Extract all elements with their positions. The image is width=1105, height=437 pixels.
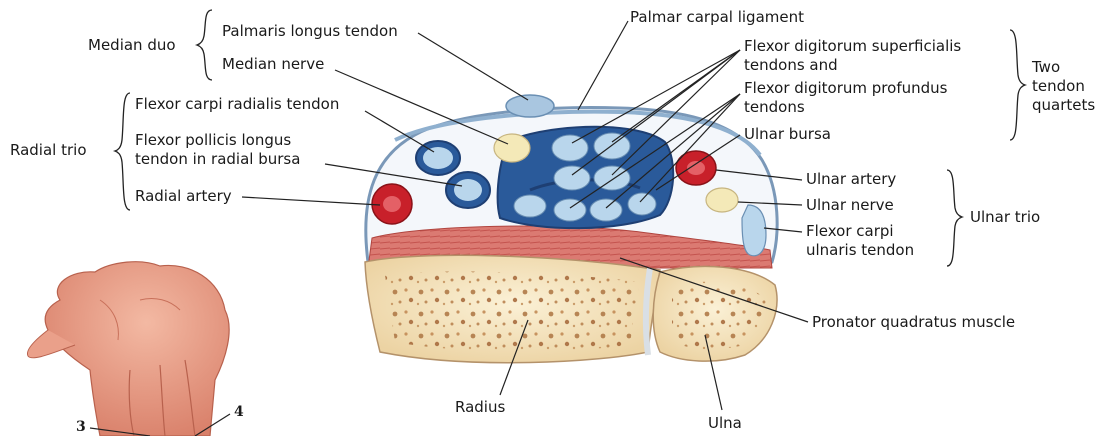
label-flexor-carpi-ulnaris-line2: ulnaris tendon <box>806 241 914 260</box>
label-palmar-carpal-ligament: Palmar carpal ligament <box>630 8 804 27</box>
label-two-tendon-quartets-line1: Two <box>1032 58 1060 77</box>
label-finger-4: 4 <box>234 403 244 422</box>
label-ulna: Ulna <box>708 414 742 433</box>
label-palmaris-longus-tendon: Palmaris longus tendon <box>222 22 398 41</box>
median-nerve-shape <box>494 134 530 162</box>
hand-illustration <box>27 262 229 436</box>
label-fds-line1: Flexor digitorum superficialis <box>744 37 961 56</box>
ulnar-nerve-shape <box>706 188 738 212</box>
flexor-carpi-radialis-tendon-shape <box>423 147 453 169</box>
label-ulnar-trio: Ulnar trio <box>970 208 1040 227</box>
label-radial-artery: Radial artery <box>135 187 232 206</box>
ulnar-trio-brace <box>947 170 962 266</box>
label-flexor-carpi-radialis-tendon: Flexor carpi radialis tendon <box>135 95 339 114</box>
palmaris-longus-tendon-shape <box>506 95 554 117</box>
wrist-cross-section <box>365 95 777 363</box>
label-median-nerve: Median nerve <box>222 55 324 74</box>
two-tendon-quartets-brace <box>1010 30 1025 140</box>
label-pronator-quadratus-muscle: Pronator quadratus muscle <box>812 313 1015 332</box>
label-radius: Radius <box>455 398 505 417</box>
median-duo-brace <box>197 10 212 80</box>
label-two-tendon-quartets-line2: tendon <box>1032 77 1085 96</box>
label-fdp-line2: tendons <box>744 98 805 117</box>
label-fdp-line1: Flexor digitorum profundus <box>744 79 947 98</box>
leader-palmaris-longus <box>418 33 528 100</box>
label-two-tendon-quartets-line3: quartets <box>1032 96 1095 115</box>
flexor-pollicis-longus-tendon-shape <box>454 179 482 201</box>
label-ulnar-bursa: Ulnar bursa <box>744 125 831 144</box>
label-flexor-pollicis-longus-line1: Flexor pollicis longus <box>135 131 291 150</box>
label-ulnar-nerve: Ulnar nerve <box>806 196 894 215</box>
label-finger-3: 3 <box>76 418 86 437</box>
radial-trio-brace <box>115 93 130 210</box>
label-median-duo: Median duo <box>88 36 176 55</box>
label-ulnar-artery: Ulnar artery <box>806 170 896 189</box>
label-fds-line2: tendons and <box>744 56 838 75</box>
leader-radial-artery <box>242 197 380 205</box>
leader-palmar-carpal-ligament <box>578 21 628 110</box>
label-flexor-pollicis-longus-line2: tendon in radial bursa <box>135 150 300 169</box>
label-flexor-carpi-ulnaris-line1: Flexor carpi <box>806 222 894 241</box>
label-radial-trio: Radial trio <box>10 141 87 160</box>
